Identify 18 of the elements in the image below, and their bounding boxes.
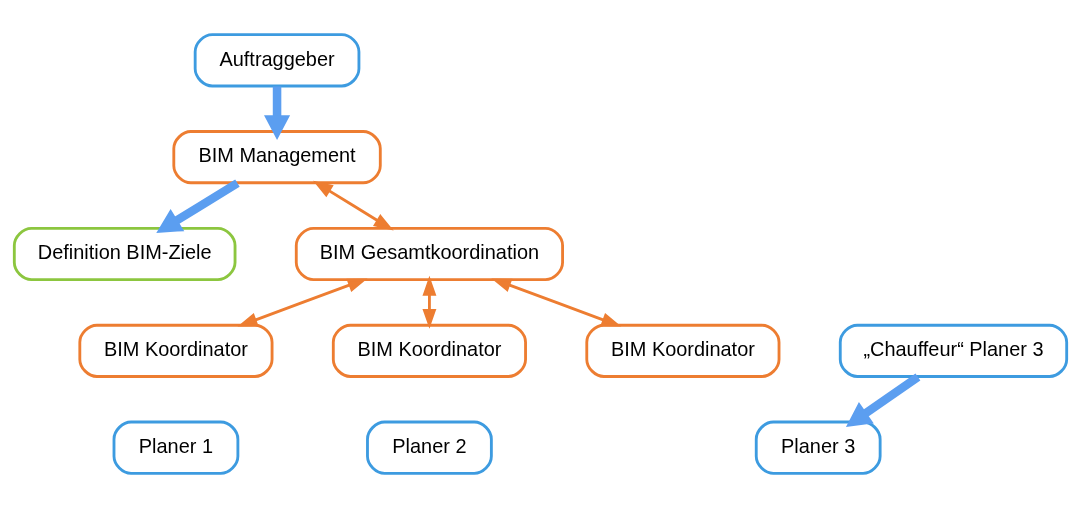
node-box: BIM Gesamtkoordination <box>294 226 564 281</box>
node-box: BIM Koordinator <box>78 323 274 378</box>
node-box: BIM Management <box>172 129 382 184</box>
node-box: Auftraggeber <box>193 32 361 87</box>
arrow <box>845 372 921 427</box>
arrow <box>237 277 368 327</box>
arrow <box>156 178 240 233</box>
arrow <box>422 275 437 329</box>
node-box: Planer 1 <box>112 420 240 475</box>
arrow <box>491 277 622 327</box>
arrow <box>264 85 291 140</box>
node-box: Planer 2 <box>366 420 493 475</box>
arrow <box>313 180 394 230</box>
node-box: Definition BIM-Ziele <box>12 226 237 281</box>
node-box: BIM Koordinator <box>331 323 527 378</box>
node-box: „Chauffeur“ Planer 3 <box>838 323 1069 378</box>
node-box: BIM Koordinator <box>585 323 781 378</box>
node-box: Planer 3 <box>754 420 882 475</box>
